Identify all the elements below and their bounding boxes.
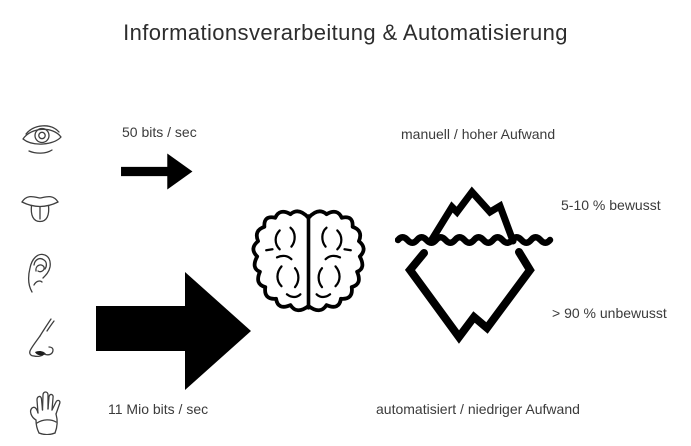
arrow-right-small-icon [121, 153, 193, 190]
ear-icon [25, 251, 53, 295]
page-title: Informationsverarbeitung & Automatisieru… [123, 20, 568, 45]
conscious-rate-label: 50 bits / sec [122, 124, 197, 140]
conscious-share-label: 5-10 % bewusst [561, 197, 661, 213]
automated-effort-label: automatisiert / niedriger Aufwand [376, 401, 580, 417]
brain-icon [250, 205, 367, 317]
eye-icon [20, 119, 64, 156]
mouth-icon [19, 189, 61, 226]
manual-effort-label: manuell / hoher Aufwand [401, 126, 556, 142]
unconscious-share-label: > 90 % unbewusst [552, 305, 667, 321]
nose-icon [23, 316, 59, 362]
unconscious-rate-label: 11 Mio bits / sec [108, 401, 209, 417]
hand-icon [26, 389, 64, 435]
iceberg-icon [395, 183, 555, 345]
arrow-right-large-icon [96, 272, 251, 390]
